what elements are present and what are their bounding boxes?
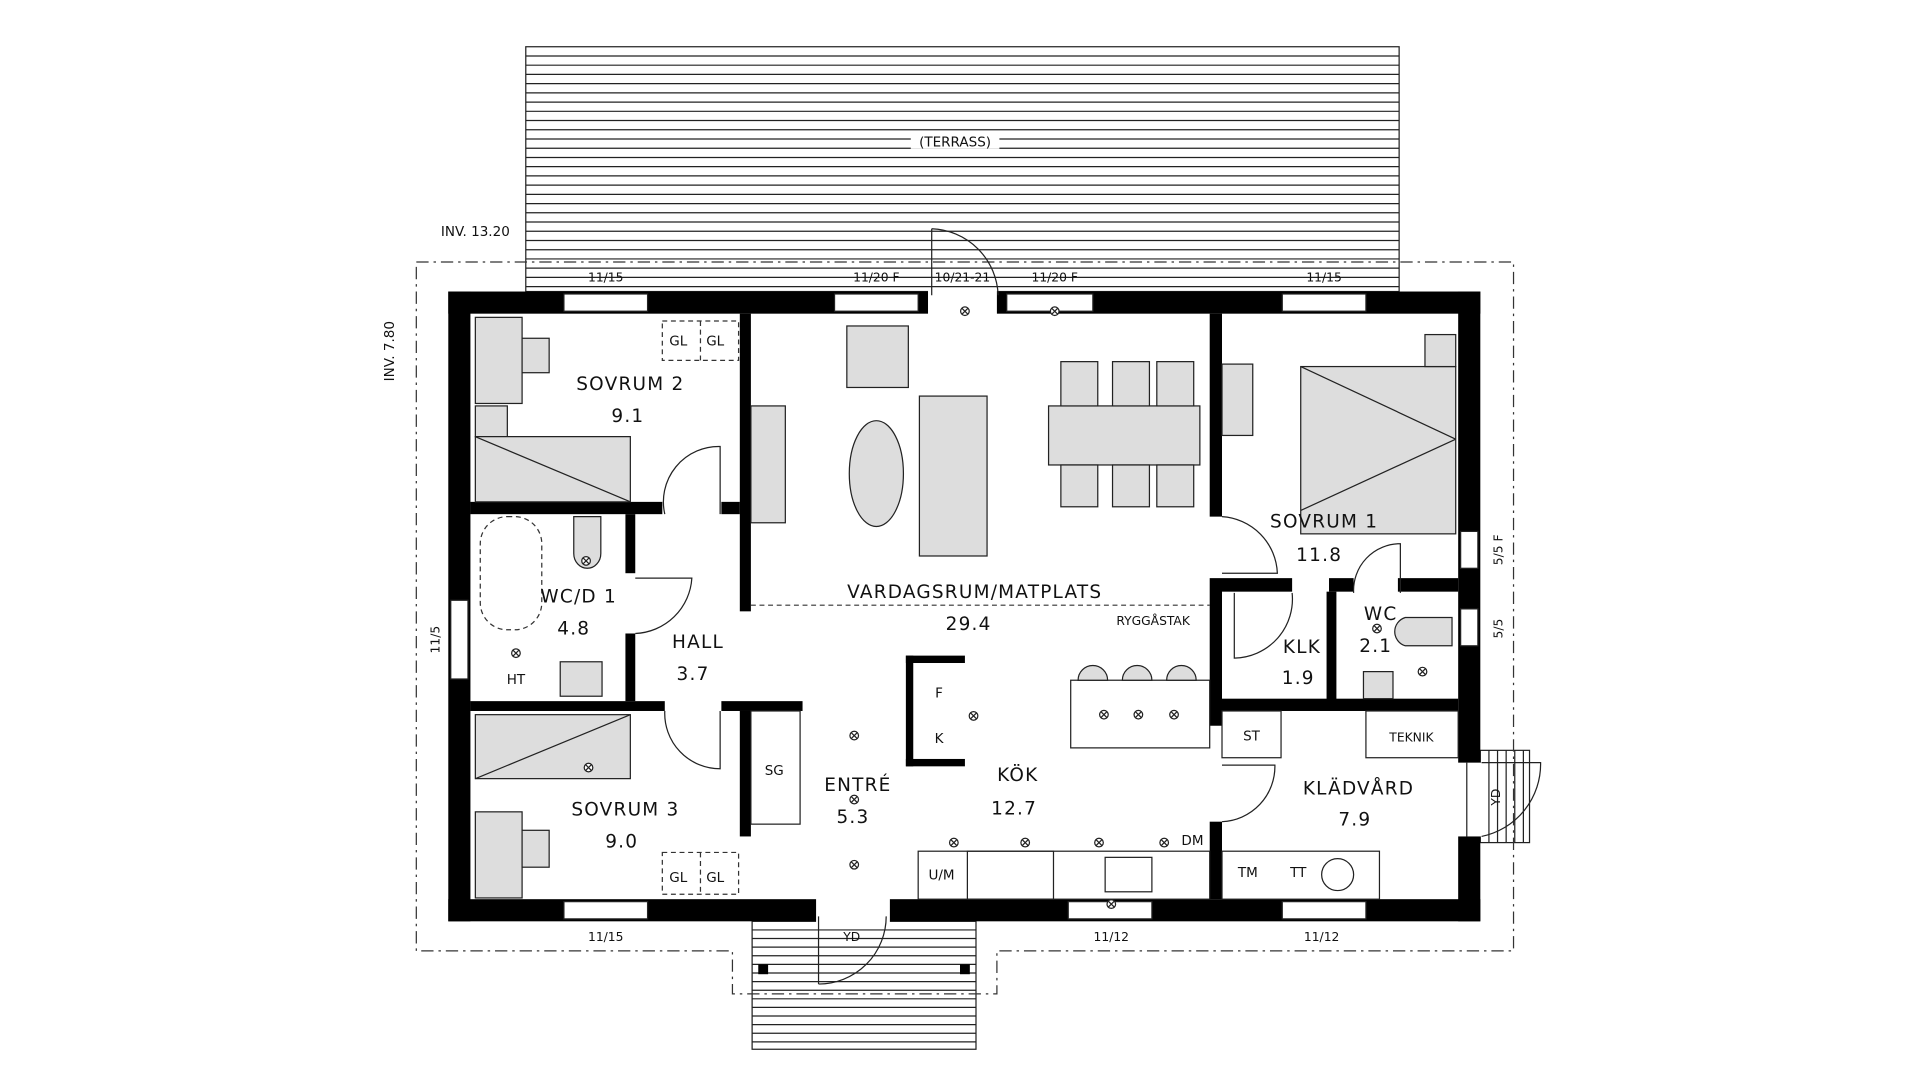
dm-label: DM [1181,833,1203,849]
lamp-icon [1372,623,1382,634]
dim-top: 10/21-21 [935,271,991,285]
lamp-icon [948,837,959,848]
dim-top: 11/15 [1306,271,1341,285]
dim-top: 11/15 [588,271,623,285]
room-area-sovrum2: 9.1 [611,406,644,427]
room-area-sovrum1: 11.8 [1296,545,1342,566]
lamp-icon [1169,709,1179,720]
room-name-wcd1: WC/D 1 [540,587,617,608]
lamp-icon [581,555,591,566]
doors [635,228,1542,985]
lamp-icon [849,859,860,870]
yd-label: YD [1489,789,1503,807]
fixture-labels: GL GL GL GL HT F K SG U/M DM ST TEKNIK T… [507,334,1503,944]
room-area-wc: 2.1 [1359,636,1392,657]
tm-label: TM [1237,865,1258,881]
ht-label: HT [507,672,526,688]
room-name-sovrum2: SOVRUM 2 [576,374,684,395]
lamp-icon [960,306,970,317]
room-name-kladvard: KLÄDVÅRD [1303,778,1414,800]
side-steps [1479,749,1531,844]
dimension-labels: 11/15 11/20 F 10/21-21 11/20 F 11/15 11/… [429,271,1506,944]
room-name-wc: WC [1364,604,1398,625]
dim-bottom: 11/12 [1304,930,1339,944]
lamp-icon [1094,837,1104,848]
furniture [474,316,1459,900]
lamp-icon [1417,666,1428,677]
room-name-sovrum1: SOVRUM 1 [1270,512,1378,533]
lamp-icon [1098,709,1109,720]
room-name-sovrum3: SOVRUM 3 [571,800,679,821]
sg-label: SG [765,763,784,779]
room-area-kladvard: 7.9 [1338,809,1371,830]
fridge-label: F [935,685,943,701]
dim-bottom: 11/15 [588,930,623,944]
interior-walls [470,313,1459,900]
um-label: U/M [928,867,954,883]
room-area-vardagsrum: 29.4 [946,614,992,635]
room-name-vardagsrum: VARDAGSRUM/MATPLATS [847,582,1102,603]
gl-label: GL [706,334,724,350]
dim-bottom: 11/12 [1094,930,1129,944]
room-name-klk: KLK [1283,637,1321,658]
room-area-kok: 12.7 [991,798,1037,819]
st-label: ST [1243,729,1261,745]
lamp-icon [1020,837,1031,848]
lamp-icon [849,730,860,741]
lamp-icon [1106,899,1117,910]
dim-left: 11/5 [429,626,443,654]
tt-label: TT [1289,865,1307,881]
room-labels: SOVRUM 2 9.1 VARDAGSRUM/MATPLATS 29.4 SO… [540,374,1414,853]
lamp-icon [849,794,860,805]
dim-right: 5/5 [1491,619,1505,639]
room-name-entre: ENTRÉ [824,774,891,796]
lamp-icon [1159,837,1170,848]
yd-label: YD [842,930,860,944]
freezer-label: K [935,731,945,747]
exterior-walls [448,290,1482,923]
front-steps [751,920,977,1050]
room-area-klk: 1.9 [1282,668,1315,689]
dim-right: 5/5 F [1491,534,1505,565]
dim-top: 11/20 F [853,271,899,285]
room-area-wcd1: 4.8 [557,619,590,640]
inv-depth-label: INV. 7.80 [382,321,398,381]
lamp-icon [511,648,521,659]
lamp-icon [1133,709,1144,720]
room-name-kok: KÖK [997,764,1038,786]
gl-label: GL [669,334,687,350]
gl-label: GL [706,870,724,886]
room-area-sovrum3: 9.0 [605,832,638,853]
lamp-icon [583,762,594,773]
lamp-icon [968,710,979,721]
inv-width-label: INV. 13.20 [441,224,510,240]
terrace-label: (TERRASS) [919,134,991,150]
ceiling-lamps [511,306,1428,910]
teknik-label: TEKNIK [1388,731,1434,745]
gl-label: GL [669,870,687,886]
room-area-hall: 3.7 [677,664,710,685]
room-name-hall: HALL [672,632,724,653]
room-area-entre: 5.3 [836,807,869,828]
ryggastak-label: RYGGÅSTAK [1116,613,1191,628]
terrace: (TERRASS) [525,46,1400,293]
lamp-icon [1049,306,1060,317]
dim-top: 11/20 F [1032,271,1078,285]
